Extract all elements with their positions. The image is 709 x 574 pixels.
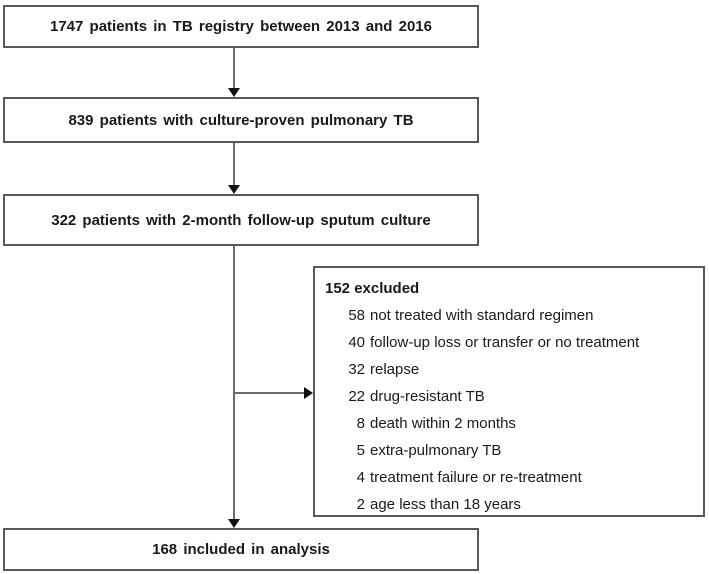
flow-box-culture-proven: 839 patients with culture-proven pulmona… <box>3 97 479 143</box>
flow-box-included-analysis: 168 included in analysis <box>3 528 479 571</box>
excluded-item: 32 relapse <box>325 356 695 383</box>
excluded-item-reason: extra-pulmonary TB <box>370 442 502 459</box>
excluded-item: 2 age less than 18 years <box>325 491 695 518</box>
flow-box-tb-registry-label: 1747 patients in TB registry between 201… <box>50 18 432 35</box>
excluded-item: 22 drug-resistant TB <box>325 383 695 410</box>
flow-box-included-analysis-label: 168 included in analysis <box>152 541 330 558</box>
excluded-item-count: 22 <box>348 388 365 405</box>
arrow-right-icon <box>304 387 313 399</box>
excluded-item-reason: death within 2 months <box>370 415 516 432</box>
excluded-item: 40 follow-up loss or transfer or no trea… <box>325 329 695 356</box>
connector-line-branch <box>234 392 304 394</box>
arrow-down-icon <box>228 519 240 528</box>
excluded-item-count: 4 <box>356 469 365 486</box>
connector-line-2 <box>233 143 235 186</box>
connector-line-1 <box>233 48 235 89</box>
flow-box-follow-up-culture: 322 patients with 2-month follow-up sput… <box>3 194 479 246</box>
excluded-item-count: 32 <box>348 361 365 378</box>
excluded-item-reason: relapse <box>370 361 420 378</box>
excluded-title: 152 excluded <box>325 280 420 297</box>
excluded-item: 4 treatment failure or re-treatment <box>325 464 695 491</box>
excluded-item-count: 5 <box>356 442 365 459</box>
arrow-down-icon <box>228 185 240 194</box>
excluded-item-reason: age less than 18 years <box>370 496 521 513</box>
excluded-item-reason: not treated with standard regimen <box>370 307 594 324</box>
excluded-item-reason: follow-up loss or transfer or no treatme… <box>370 334 640 351</box>
excluded-item: 58 not treated with standard regimen <box>325 302 695 329</box>
excluded-box: 152 excluded 58 not treated with standar… <box>313 266 705 517</box>
excluded-item-reason: treatment failure or re-treatment <box>370 469 582 486</box>
excluded-item-reason: drug-resistant TB <box>370 388 485 405</box>
excluded-item: 5 extra-pulmonary TB <box>325 437 695 464</box>
excluded-item: 8 death within 2 months <box>325 410 695 437</box>
excluded-item-count: 58 <box>348 307 365 324</box>
flow-box-culture-proven-label: 839 patients with culture-proven pulmona… <box>68 111 414 129</box>
flow-box-follow-up-culture-label: 322 patients with 2-month follow-up sput… <box>51 211 431 229</box>
arrow-down-icon <box>228 88 240 97</box>
flow-box-tb-registry: 1747 patients in TB registry between 201… <box>3 5 479 48</box>
excluded-item-count: 2 <box>356 496 365 513</box>
excluded-item-count: 8 <box>356 415 365 432</box>
excluded-item-count: 40 <box>348 334 365 351</box>
connector-line-3 <box>233 246 235 520</box>
